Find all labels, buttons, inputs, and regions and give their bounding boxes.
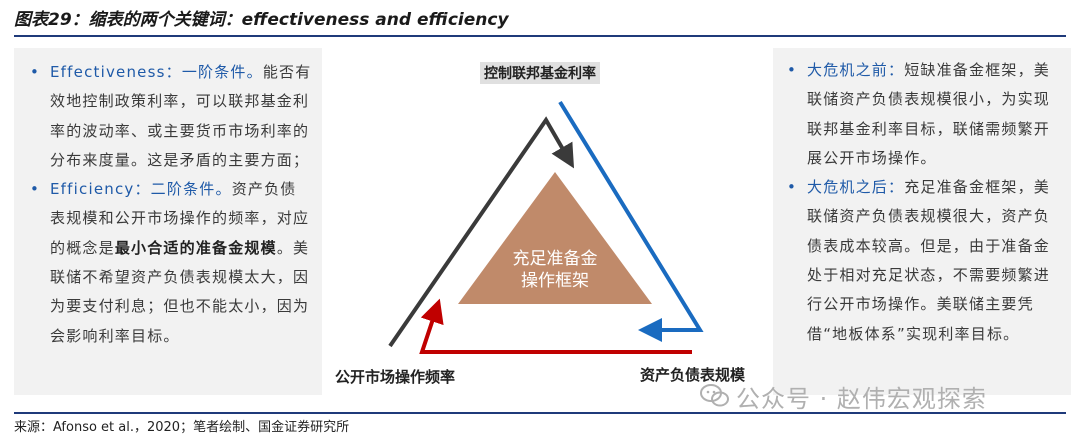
effectiveness-heading: Effectiveness：一阶条件。 bbox=[50, 63, 263, 81]
list-item-effectiveness: • Effectiveness：一阶条件。能否有效地控制政策利率，可以联邦基金利… bbox=[24, 58, 312, 175]
label-ample-reserves-framework: 充足准备金操作框架 bbox=[512, 249, 598, 291]
watermark-text: 公众号 · 赵伟宏观探索 bbox=[736, 385, 987, 413]
label-balance-sheet-size: 资产负债表规模 bbox=[640, 366, 746, 384]
bullet-dot: • bbox=[787, 61, 798, 79]
arrow-right-blue bbox=[558, 100, 704, 342]
bullet-dot: • bbox=[787, 178, 798, 197]
label-omo-frequency: 公开市场操作频率 bbox=[335, 368, 456, 386]
list-item-efficiency: • Efficiency：二阶条件。资产负债表规模和公开市场操作的频率，对应的概… bbox=[24, 175, 312, 351]
triangle-svg bbox=[388, 100, 704, 354]
efficiency-heading: Efficiency：二阶条件。 bbox=[50, 180, 232, 199]
arrow-bottom-red bbox=[419, 298, 692, 354]
figure-title: 图表29：缩表的两个关键词：effectiveness and efficien… bbox=[14, 10, 509, 30]
source-divider bbox=[14, 412, 1066, 414]
label-control-fed-funds-rate: 控制联邦基金利率 bbox=[480, 62, 600, 84]
source-note: 来源：Afonso et al.，2020；笔者绘制、国金证券研究所 bbox=[14, 420, 350, 435]
before-crisis-text: 短缺准备金框架，美联储资产负债表规模很小，为实现联邦基金利率目标，联储需频繁开展… bbox=[807, 61, 1051, 167]
center-triangle bbox=[458, 172, 652, 304]
wechat-icon bbox=[700, 383, 730, 418]
list-item-before-crisis: • 大危机之前：短缺准备金框架，美联储资产负债表规模很小，为实现联邦基金利率目标… bbox=[781, 56, 1063, 173]
triangle-diagram: 控制联邦基金利率 充足准备金操作框架 公开市场操作频率 资产负债表规模 bbox=[330, 48, 770, 398]
effectiveness-text: 能否有效地控制政策利率，可以联邦基金利率的波动率、或主要货币市场利率的分布来度量… bbox=[50, 63, 312, 169]
before-crisis-heading: 大危机之前： bbox=[807, 61, 905, 79]
efficiency-text-before: 资产负债表规模和公开市场操作的频率，对应的概念是 bbox=[50, 180, 310, 257]
after-crisis-heading: 大危机之后： bbox=[807, 178, 905, 197]
wechat-watermark: 公众号 · 赵伟宏观探索 bbox=[700, 382, 987, 416]
arrow-left-dark bbox=[388, 116, 575, 348]
bullet-dot: • bbox=[30, 180, 41, 199]
efficiency-emphasis: 最小合适的准备金规模 bbox=[114, 238, 277, 257]
efficiency-text-after: 。美联储不希望资产负债表规模太大，因为要支付利息；但也不能太小，因为会影响利率目… bbox=[50, 238, 310, 345]
bullet-dot: • bbox=[30, 63, 41, 81]
list-item-after-crisis: • 大危机之后：充足准备金框架，美联储资产负债表规模很大，资产负债表成本较高。但… bbox=[781, 173, 1063, 349]
left-text-panel: • Effectiveness：一阶条件。能否有效地控制政策利率，可以联邦基金利… bbox=[14, 48, 322, 395]
title-divider bbox=[14, 35, 1066, 37]
right-text-panel: • 大危机之前：短缺准备金框架，美联储资产负债表规模很小，为实现联邦基金利率目标… bbox=[773, 48, 1071, 395]
after-crisis-text: 充足准备金框架，美联储资产负债表规模很大，资产负债表成本较高。但是，由于准备金处… bbox=[807, 178, 1051, 343]
